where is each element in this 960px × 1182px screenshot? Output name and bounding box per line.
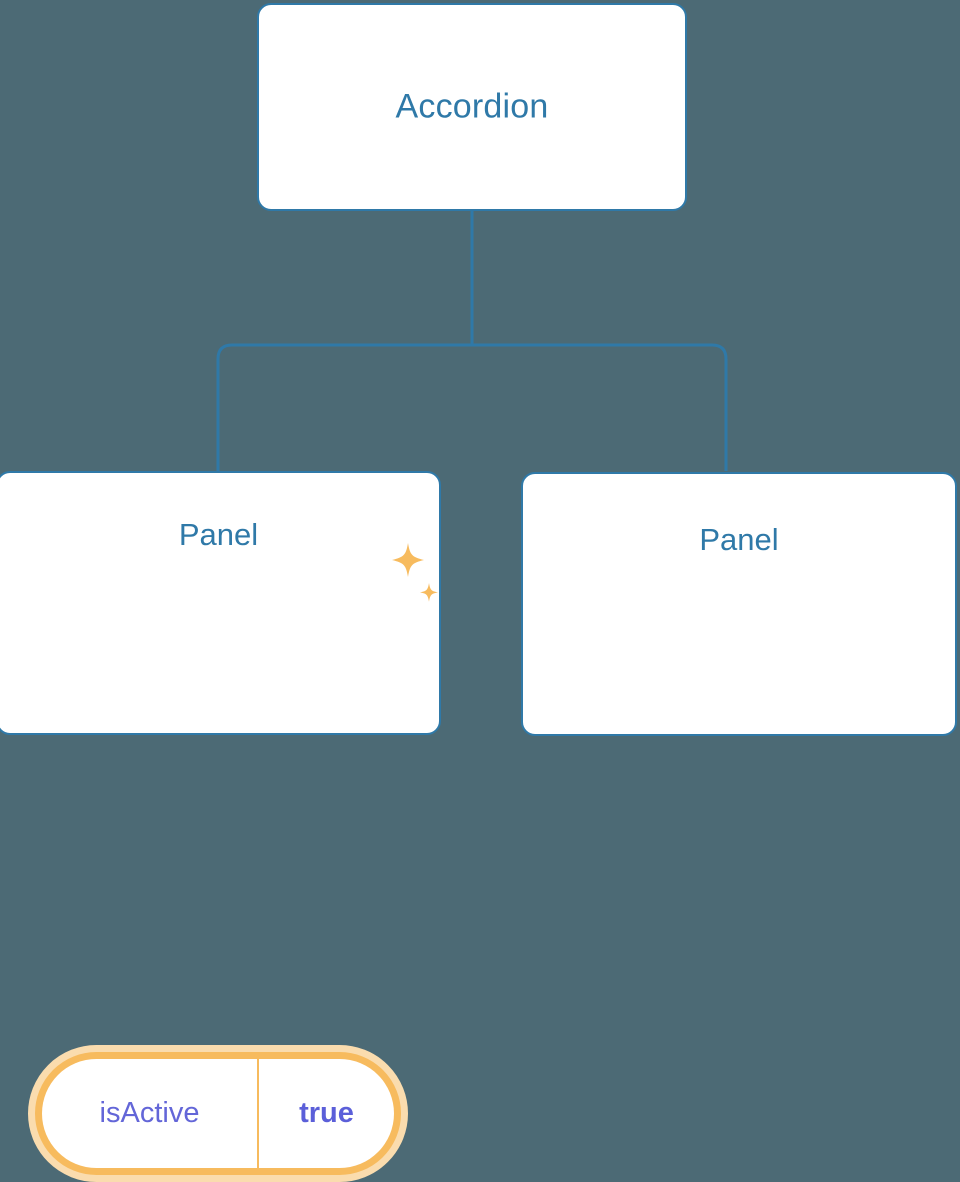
node-panel-left[interactable]: Panel isActive true: [0, 471, 441, 1182]
node-panel-right-label: Panel: [699, 522, 779, 557]
connector-lines: [216, 211, 728, 471]
sparkle-small-icon: [420, 583, 438, 602]
node-panel-right[interactable]: Panel: [521, 472, 957, 736]
prop-pill-inner: isActive true: [42, 1059, 394, 1168]
prop-value: true: [257, 1059, 394, 1168]
sparkle-group: [392, 543, 438, 602]
prop-key: isActive: [99, 1097, 200, 1129]
node-panel-left-label: Panel: [178, 517, 259, 552]
connector-bus: [216, 343, 728, 471]
node-accordion[interactable]: Accordion: [257, 3, 687, 211]
diagram-canvas: Accordion Panel isActive true Panel isAc…: [0, 3, 957, 1182]
node-accordion-label: Accordion: [395, 87, 549, 126]
prop-pill-isactive-true[interactable]: isActive true: [28, 1045, 408, 1182]
sparkle-icon: [392, 543, 424, 577]
